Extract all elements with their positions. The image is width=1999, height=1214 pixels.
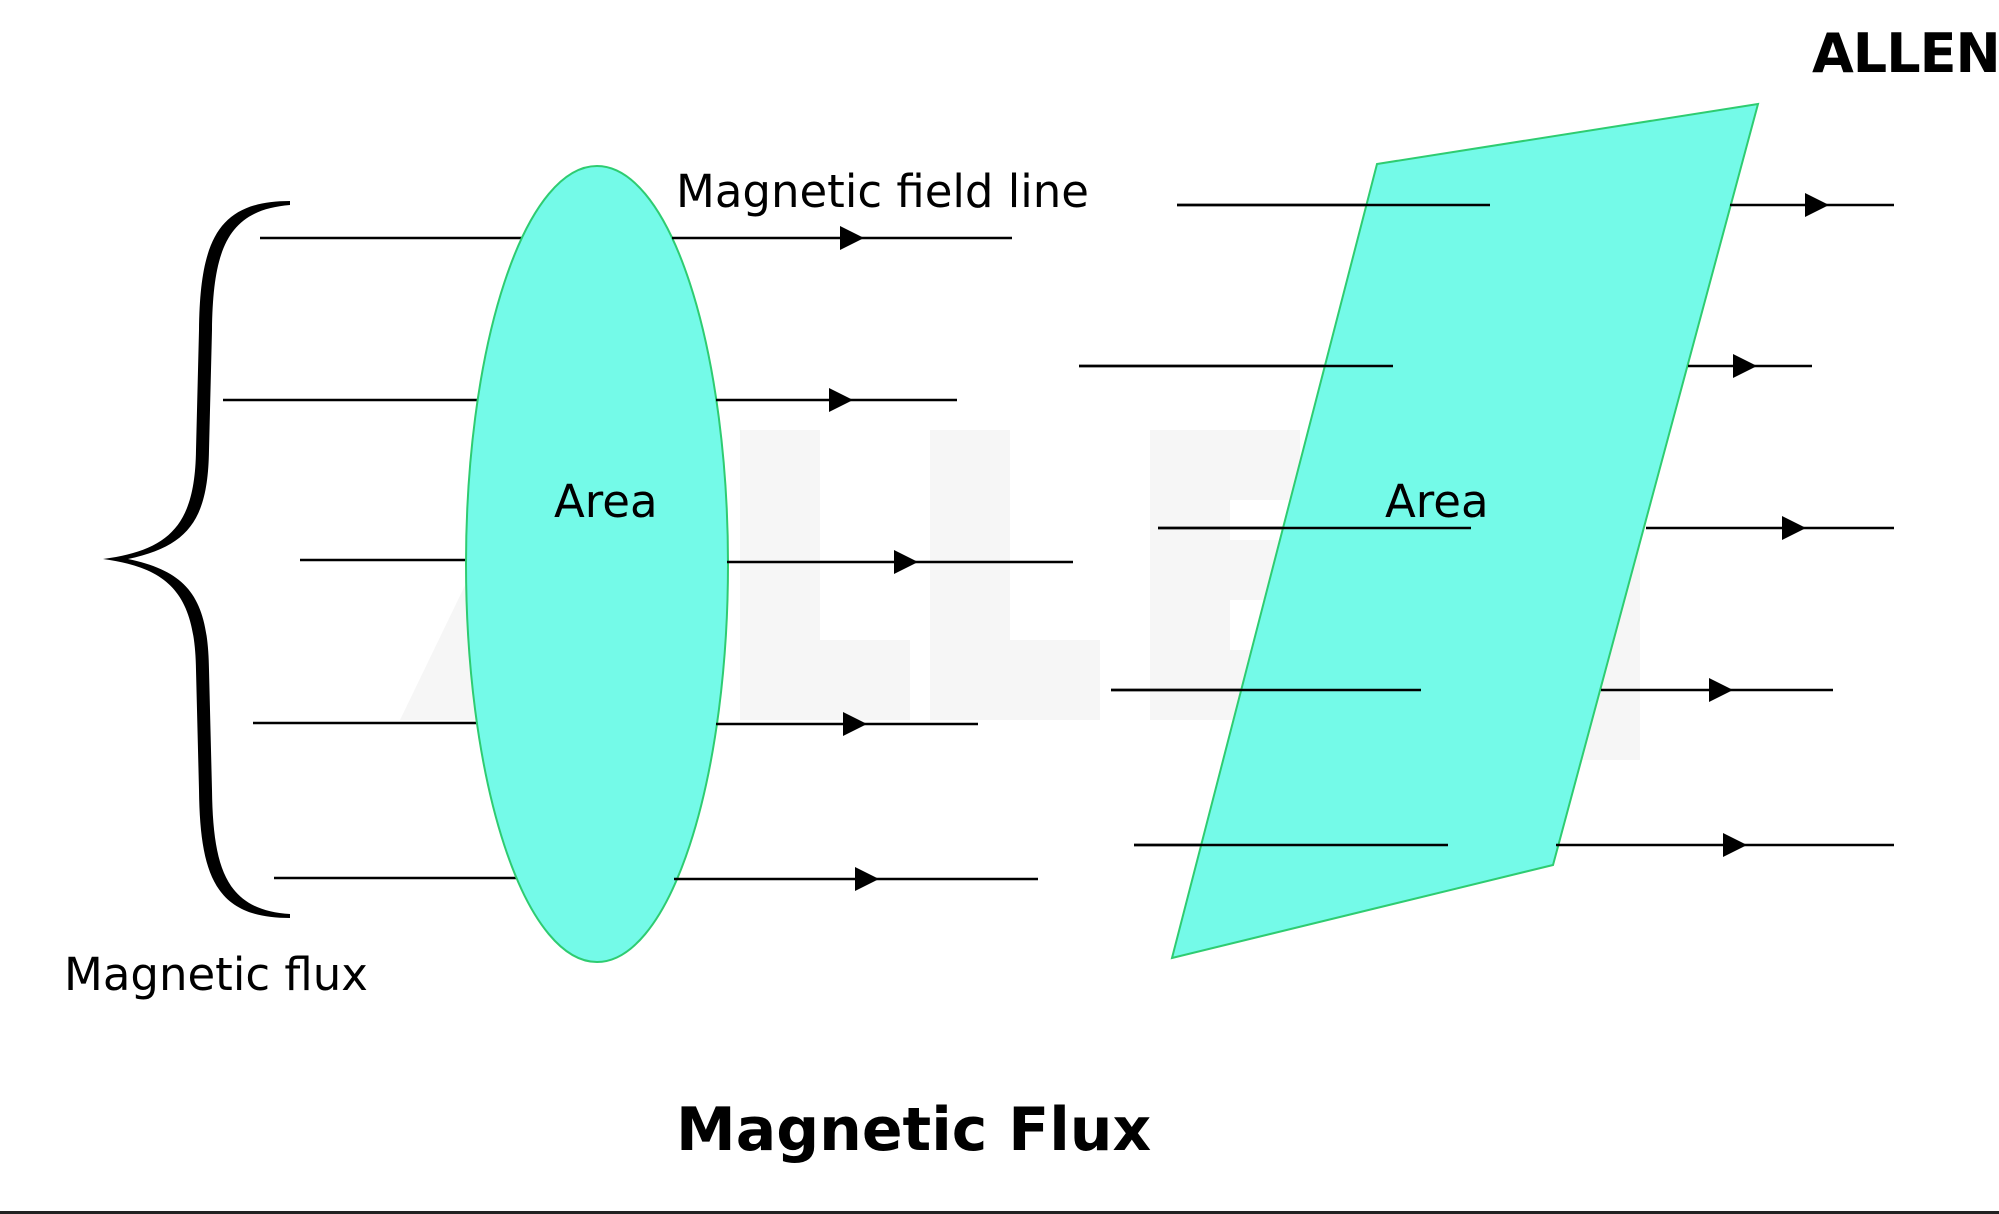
arrow-head-icon [1723,833,1747,857]
allen-logo: ALLEN [1812,22,1999,85]
arrow-head-icon [1733,354,1757,378]
bottom-divider [0,1211,1999,1214]
right-outgoing-field-lines [1556,193,1894,857]
arrow-head-icon [1805,193,1829,217]
right-through-field-lines [1079,203,1490,847]
elliptical-area-surface [465,165,729,963]
arrow-head-icon [840,226,864,250]
field-line-label: Magnetic field line [676,165,1089,218]
magnetic-flux-label: Magnetic flux [64,948,368,1001]
arrow-head-icon [1782,516,1806,540]
left-outgoing-field-lines [672,226,1073,891]
arrow-head-icon [1709,678,1733,702]
curly-brace-icon [103,201,290,918]
arrow-head-icon [855,867,879,891]
diagram-title: Magnetic Flux [676,1095,1151,1165]
arrow-head-icon [843,712,867,736]
tilted-area-surface [1170,102,1760,960]
area-label-left: Area [554,475,658,528]
arrow-head-icon [894,550,918,574]
area-label-right: Area [1385,475,1489,528]
arrow-head-icon [829,388,853,412]
